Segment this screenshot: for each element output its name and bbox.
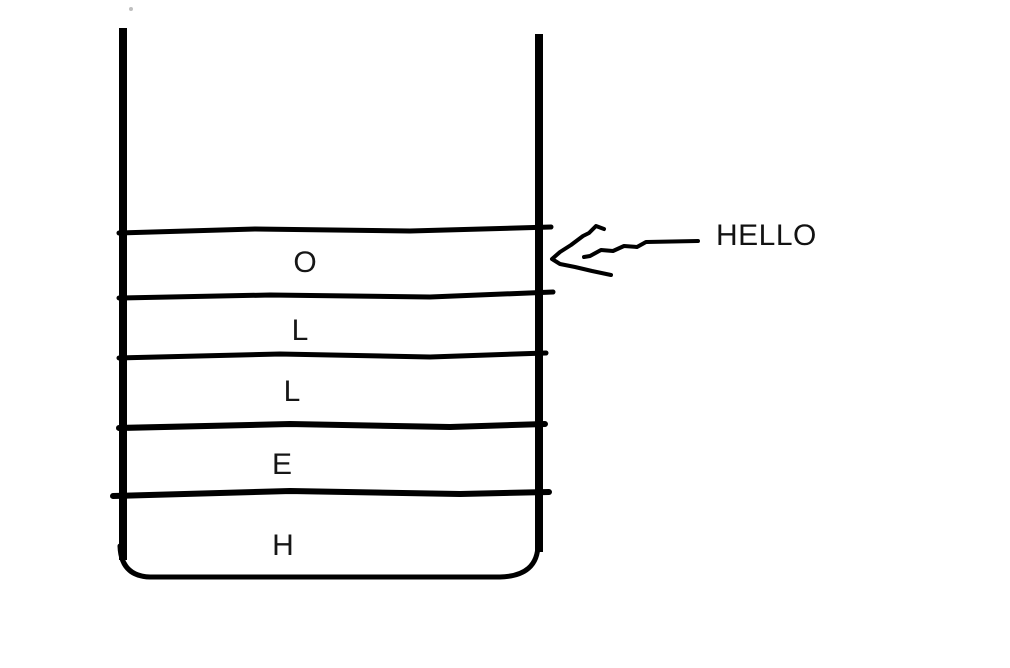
cell-divider-top bbox=[116, 224, 554, 236]
stack-cell-letter-3: L bbox=[283, 375, 301, 408]
stack-bottom-wall bbox=[117, 541, 541, 580]
stack-cell-letter-2: L bbox=[291, 314, 309, 347]
stack-cell-letter-4: E bbox=[271, 448, 293, 481]
cell-divider-1 bbox=[116, 289, 556, 301]
cell-divider-3 bbox=[116, 421, 548, 431]
stray-dot bbox=[129, 7, 133, 11]
stack-cell-letter-bottom: H bbox=[272, 529, 294, 562]
cell-divider-4 bbox=[110, 488, 552, 499]
annotation-hello-label: HELLO bbox=[716, 219, 817, 252]
stack-cell-letter-top: O bbox=[293, 246, 317, 279]
cell-divider-2 bbox=[116, 350, 549, 361]
arrow-icon bbox=[550, 224, 700, 277]
